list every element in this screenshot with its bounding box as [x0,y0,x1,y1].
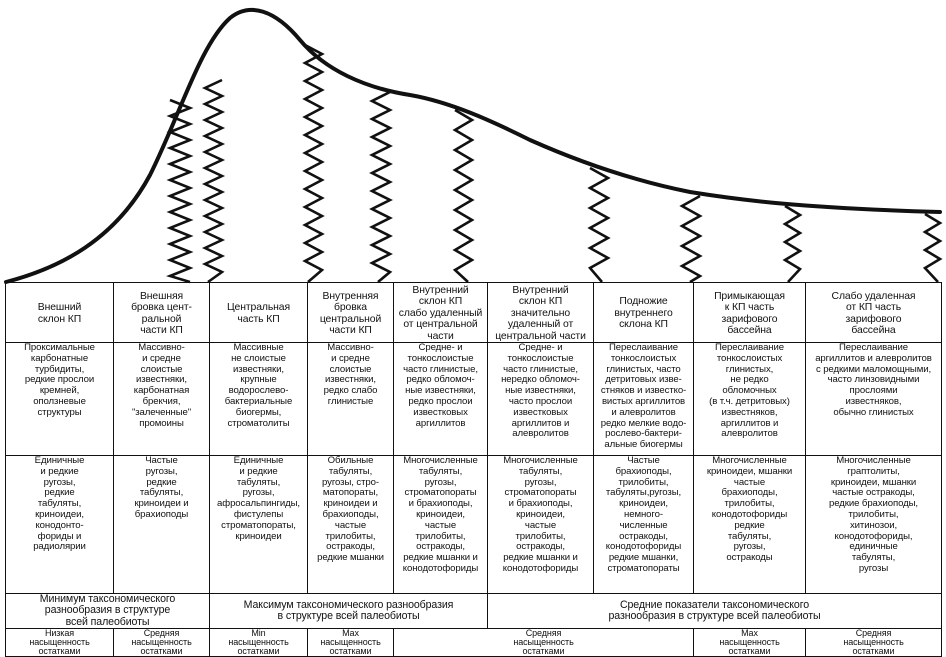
saturation-cell: Min насыщенность остатками [209,628,308,657]
facies-boundary-9 [922,212,943,283]
zone-inner-slope-far: Внутренний склон КП значительно удаленны… [487,281,594,344]
facies-boundary-4 [369,90,393,283]
fauna-cell: Многочисленные табуляты, ругозы, стромат… [393,455,488,595]
zone-adjacent-basin: Примыкающая к КП часть зарифового бассей… [693,281,806,344]
lithology-cell: Массивно- и средне слоистые известняки, … [113,342,210,457]
fauna-row: Единичные и редкие ругозы, редкие табуля… [5,455,942,595]
reef-profile-curve [4,8,942,284]
lithology-row: Проксимальные карбонатные турбидиты, ред… [5,342,942,457]
zone-central: Центральная часть КП [209,281,308,344]
fauna-cell: Единичные и редкие ругозы, редкие табуля… [5,455,114,595]
fauna-cell: Частые брахиоподы, трилобиты, табуляты,р… [593,455,694,595]
reef-profile-diagram [4,8,943,284]
diversity-cell-min: Минимум таксономического разнообразия в … [5,593,210,630]
facies-boundary-1 [166,98,194,284]
lithology-cell: Массивные не слоистые известняки, крупны… [209,342,308,457]
saturation-cell: Низкая насыщенность остатками [5,628,114,657]
lithology-cell: Средне- и тонкослоистые часто глинистые,… [393,342,488,457]
zone-inner-slope-foot: Подножие внутреннего склона КП [593,281,694,344]
facies-boundary-6 [587,166,611,283]
saturation-cell: Средняя насыщенность остатками [393,628,694,657]
lithology-cell: Переслаивание тонкослоистых глинистых, ч… [593,342,694,457]
saturation-cell: Max насыщенность остатками [693,628,806,657]
diversity-row: Минимум таксономического разнообразия в … [5,593,942,630]
zone-distal-basin: Слабо удаленная от КП часть зарифового б… [805,281,942,344]
diversity-cell-max: Максимум таксономического разнообразия в… [209,593,488,630]
fauna-cell: Частые ругозы, редкие табуляты, криноиде… [113,455,210,595]
facies-boundary-8 [782,204,803,283]
facies-boundary-5 [452,108,475,283]
saturation-cell: Средняя насыщенность остатками [805,628,942,657]
fauna-cell: Многочисленные табуляты, ругозы, стромат… [487,455,594,595]
saturation-cell: Max насыщенность остатками [307,628,394,657]
zones-row: Внешний склон КП Внешняя бровка цент- ра… [5,281,942,344]
fauna-cell: Единичные и редкие табуляты, ругозы, афр… [209,455,308,595]
zone-inner-rim: Внутренняя бровка центральной части КП [307,281,394,344]
diversity-cell-mid: Средние показатели таксономического разн… [487,593,942,630]
lithology-cell: Массивно- и средне слоистые известняки, … [307,342,394,457]
lithology-cell: Проксимальные карбонатные турбидиты, ред… [5,342,114,457]
fauna-cell: Обильные табуляты, ругозы, стро- матопор… [307,455,394,595]
saturation-cell: Средняя насыщенность остатками [113,628,210,657]
lithology-cell: Переслаивание аргиллитов и алевролитов с… [805,342,942,457]
fauna-cell: Многочисленные криноидеи, мшанки частые … [693,455,806,595]
zone-outer-rim: Внешняя бровка цент- ральной части КП [113,281,210,344]
zone-inner-slope-near: Внутренний склон КП слабо удаленный от ц… [393,281,488,344]
lithology-cell: Средне- и тонкослоистые часто глинистые,… [487,342,594,457]
facies-boundary-3 [302,43,325,283]
zone-outer-slope: Внешний склон КП [5,281,114,344]
facies-table: Внешний склон КП Внешняя бровка цент- ра… [5,281,942,657]
facies-boundary-7 [679,194,703,284]
facies-boundary-2 [201,78,226,284]
saturation-row: Низкая насыщенность остатками Средняя на… [5,628,942,657]
lithology-cell: Переслаивание тонкослоистых глинистых, н… [693,342,806,457]
fauna-cell: Многочисленные граптолиты, криноидеи, мш… [805,455,942,595]
